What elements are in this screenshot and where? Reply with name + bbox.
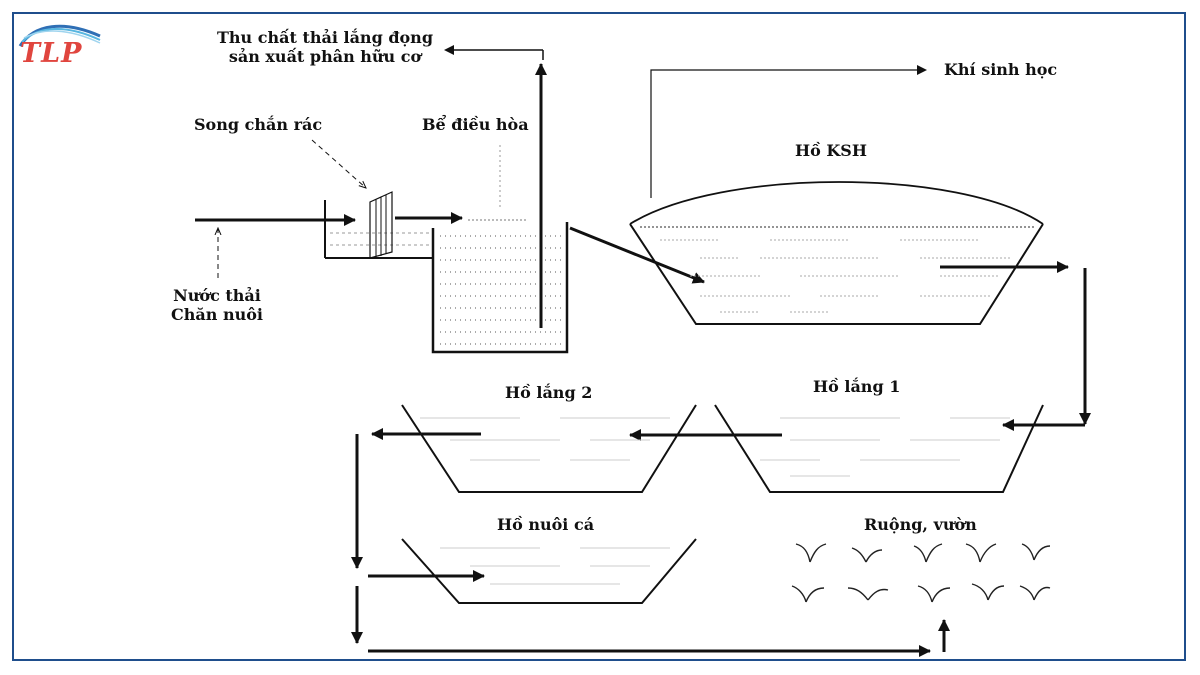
sediment-collect-line1: Thu chất thải lắng đọng — [217, 28, 433, 47]
wastewater-line2: Chăn nuôi — [171, 305, 263, 324]
settling-pond-2 — [401, 404, 697, 493]
biogas-pond — [629, 181, 1044, 325]
to-biogas-arrow — [569, 226, 705, 284]
field-plants — [791, 543, 1051, 603]
wastewater-label: Nước thải Chăn nuôi — [162, 286, 272, 324]
fish-pond — [401, 538, 697, 604]
screen-bars — [369, 191, 393, 259]
sediment-collect-line2: sản xuất phân hữu cơ — [228, 47, 422, 66]
equalization-tank-label: Bể điều hòa — [422, 115, 529, 134]
screen-pointer — [311, 139, 366, 188]
diagram-frame — [12, 12, 1186, 661]
equalization-tank — [431, 219, 569, 354]
fields-label: Ruộng, vườn — [864, 515, 977, 534]
settling-pond-1-label: Hồ lắng 1 — [813, 377, 901, 396]
tlp-logo — [18, 24, 101, 47]
biogas-pond-label: Hồ KSH — [795, 141, 867, 160]
sediment-collect-label: Thu chất thải lắng đọng sản xuất phân hữ… — [205, 28, 445, 66]
inlet-channel — [324, 200, 433, 259]
sediment-pipe — [444, 45, 547, 328]
wastewater-line1: Nước thải — [173, 286, 261, 305]
biogas-line — [650, 65, 927, 198]
biogas-label: Khí sinh học — [944, 60, 1058, 79]
logo-text: TLP — [20, 38, 83, 69]
screen-label: Song chắn rác — [194, 115, 323, 134]
settling-pond-1 — [714, 404, 1044, 493]
settling-pond-2-label: Hồ lắng 2 — [505, 383, 593, 402]
fish-pond-label: Hồ nuôi cá — [497, 515, 595, 534]
